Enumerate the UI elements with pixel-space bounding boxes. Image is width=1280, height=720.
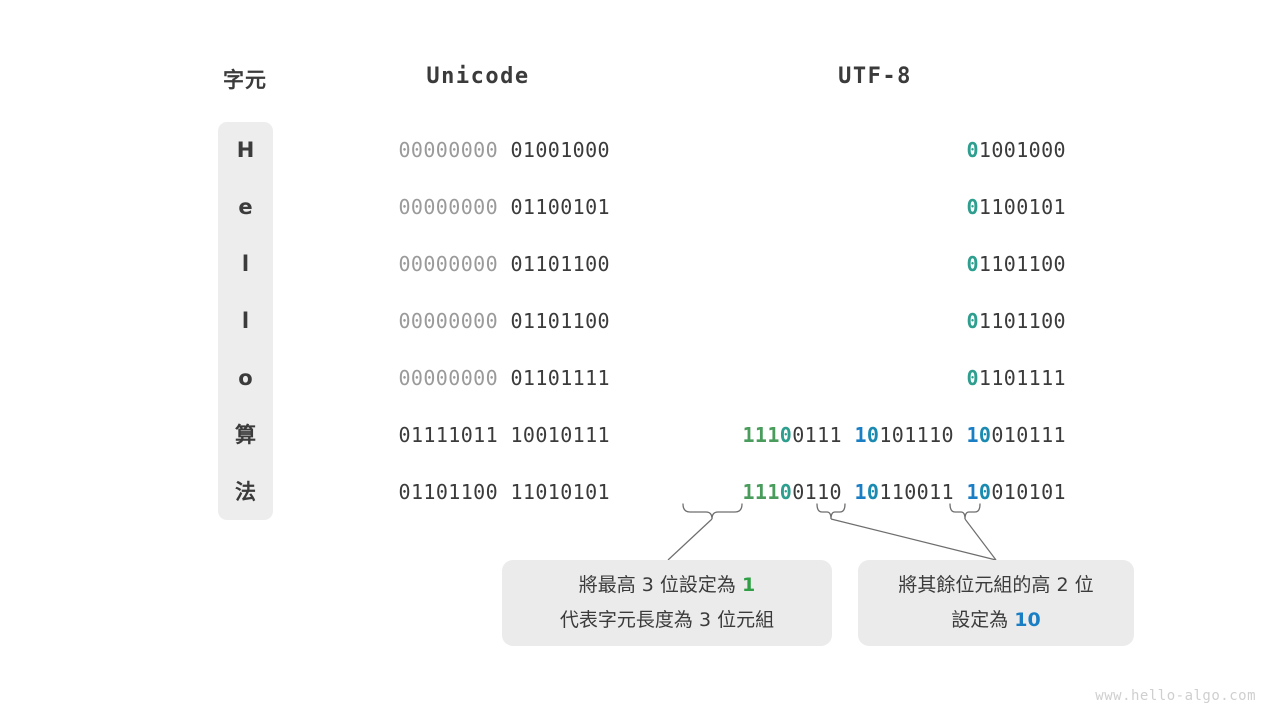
callout-left-l2-seg-0: 代表字元長度為 3 位元組 xyxy=(559,609,775,631)
cell-unicode-bits: 00000000 01101111 xyxy=(280,350,610,407)
watermark: www.hello-algo.com xyxy=(1095,688,1256,704)
utf8-bits-seg-8: 010101 xyxy=(991,480,1066,504)
utf8-bits-seg-1: 1100101 xyxy=(978,195,1066,219)
utf8-bits-seg-6: 1 xyxy=(966,480,979,504)
cell-character: 算 xyxy=(235,423,256,447)
utf8-bits-seg-5: 110011 xyxy=(879,480,967,504)
callout-left-line-2: 代表字元長度為 3 位元組 xyxy=(560,603,774,638)
utf8-bits-seg-0: 0 xyxy=(966,309,979,333)
utf8-bits-seg-0: 0 xyxy=(966,138,979,162)
unicode-bits-seg-0: 00000000 xyxy=(398,138,511,162)
callout-left-line-1: 將最高 3 位設定為 1 xyxy=(579,568,755,603)
utf8-bits-seg-3: 1 xyxy=(854,480,867,504)
cell-character: 法 xyxy=(235,480,256,504)
utf8-bits-seg-0: 0 xyxy=(966,366,979,390)
callout-leading-bits: 將最高 3 位設定為 1 代表字元長度為 3 位元組 xyxy=(502,560,832,646)
utf8-bits-seg-2: 0111 xyxy=(792,423,855,447)
cell-utf8-bits: 01101100 xyxy=(620,293,1066,350)
utf8-bits-seg-0: 111 xyxy=(742,480,780,504)
unicode-bits-seg-1: 01101111 xyxy=(510,366,610,390)
callout-left-l1-seg-1: 1 xyxy=(741,574,756,596)
char-column-panel xyxy=(218,122,273,520)
cell-character: l xyxy=(241,309,250,333)
utf8-bits-seg-0: 0 xyxy=(966,252,979,276)
utf8-bits-seg-0: 0 xyxy=(966,195,979,219)
cell-utf8-bits: 01100101 xyxy=(620,179,1066,236)
unicode-bits-seg-0: 00000000 xyxy=(398,309,511,333)
utf8-bits-seg-6: 1 xyxy=(966,423,979,447)
unicode-bits-seg-0: 01111011 10010111 xyxy=(398,423,610,447)
callout-right-l1-seg-0: 將其餘位元組的高 2 位 xyxy=(898,574,1094,596)
cell-character: H xyxy=(236,138,255,162)
utf8-bits-seg-1: 0 xyxy=(779,423,793,447)
utf8-bits-seg-1: 0 xyxy=(779,480,793,504)
utf8-bits-seg-5: 101110 xyxy=(879,423,967,447)
cell-character: l xyxy=(241,252,250,276)
utf8-bits-seg-1: 1101111 xyxy=(978,366,1066,390)
utf8-bits-seg-4: 0 xyxy=(866,480,880,504)
cell-unicode-bits: 00000000 01101100 xyxy=(280,293,610,350)
callout-left-l1-seg-0: 將最高 3 位設定為 xyxy=(578,574,742,596)
utf8-bits-seg-4: 0 xyxy=(866,423,880,447)
cell-unicode-bits: 00000000 01100101 xyxy=(280,179,610,236)
cell-character: o xyxy=(238,366,253,390)
unicode-bits-seg-1: 01101100 xyxy=(510,252,610,276)
unicode-bits-seg-1: 01101100 xyxy=(510,309,610,333)
callout-continuation-bits: 將其餘位元組的高 2 位 設定為 10 xyxy=(858,560,1134,646)
utf8-bits-seg-2: 0110 xyxy=(792,480,855,504)
header-char: 字元 xyxy=(223,68,267,92)
utf8-bits-seg-1: 1101100 xyxy=(978,252,1066,276)
cell-character: e xyxy=(238,195,253,219)
utf8-bits-seg-0: 111 xyxy=(742,423,780,447)
header-utf8: UTF-8 xyxy=(838,64,912,89)
cell-utf8-bits: 01101100 xyxy=(620,236,1066,293)
unicode-bits-seg-0: 00000000 xyxy=(398,252,511,276)
callout-right-line-2: 設定為 10 xyxy=(951,603,1041,638)
cell-utf8-bits: 11100110 10110011 10010101 xyxy=(620,464,1066,521)
unicode-bits-seg-0: 00000000 xyxy=(398,195,511,219)
callout-right-l2-seg-0: 設定為 xyxy=(951,609,1015,631)
utf8-bits-seg-3: 1 xyxy=(854,423,867,447)
cell-utf8-bits: 11100111 10101110 10010111 xyxy=(620,407,1066,464)
unicode-bits-seg-1: 01001000 xyxy=(510,138,610,162)
unicode-bits-seg-0: 00000000 xyxy=(398,366,511,390)
callout-right-l2-seg-1: 10 xyxy=(1014,609,1041,631)
table-header: 字元 Unicode UTF-8 xyxy=(0,64,1280,104)
header-unicode: Unicode xyxy=(426,64,530,89)
utf8-bits-seg-7: 0 xyxy=(978,423,992,447)
cell-utf8-bits: 01001000 xyxy=(620,122,1066,179)
unicode-bits-seg-0: 01101100 11010101 xyxy=(398,480,610,504)
utf8-bits-seg-1: 1001000 xyxy=(978,138,1066,162)
cell-utf8-bits: 01101111 xyxy=(620,350,1066,407)
callout-right-line-1: 將其餘位元組的高 2 位 xyxy=(898,568,1093,603)
cell-unicode-bits: 00000000 01001000 xyxy=(280,122,610,179)
utf8-bits-seg-7: 0 xyxy=(978,480,992,504)
cell-unicode-bits: 01101100 11010101 xyxy=(280,464,610,521)
cell-unicode-bits: 00000000 01101100 xyxy=(280,236,610,293)
unicode-bits-seg-1: 01100101 xyxy=(510,195,610,219)
cell-unicode-bits: 01111011 10010111 xyxy=(280,407,610,464)
utf8-bits-seg-8: 010111 xyxy=(991,423,1066,447)
utf8-bits-seg-1: 1101100 xyxy=(978,309,1066,333)
